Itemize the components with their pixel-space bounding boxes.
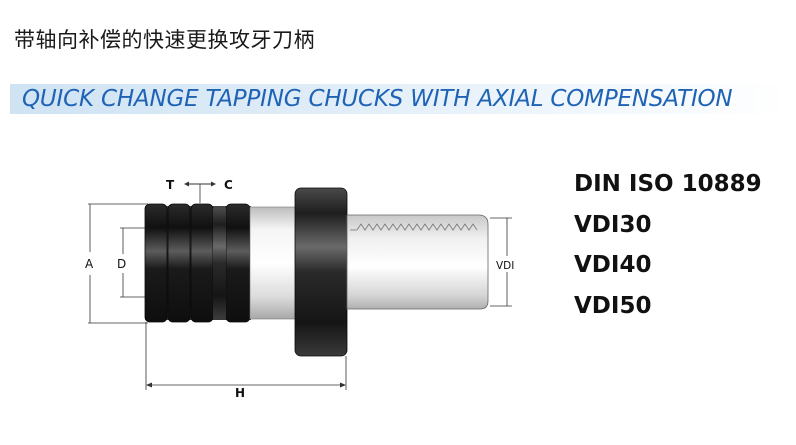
- vdi-shank: [346, 214, 489, 310]
- standard-item: DIN ISO 10889: [574, 171, 762, 197]
- label-d: D: [117, 257, 126, 271]
- label-t: T: [166, 178, 175, 192]
- chuck-body: [249, 206, 297, 320]
- dimension-a: A: [85, 203, 148, 324]
- label-h: H: [235, 386, 245, 400]
- label-c: C: [224, 178, 233, 192]
- standard-item: VDI40: [574, 252, 652, 278]
- page-title-english: QUICK CHANGE TAPPING CHUCKS WITH AXIAL C…: [22, 86, 733, 112]
- label-a: A: [85, 257, 94, 271]
- tension-compression-indicator: T C: [166, 178, 233, 203]
- standard-item: VDI50: [574, 292, 652, 319]
- standards-list: DIN ISO 10889 VDI30 VDI40 VDI50: [574, 168, 762, 330]
- standard-item: VDI30: [574, 211, 652, 238]
- label-vdi: VDI: [496, 260, 514, 272]
- dimension-h: H: [145, 322, 347, 400]
- title-banner: [10, 84, 790, 114]
- dimension-d: D: [117, 227, 148, 298]
- chuck-flange: [294, 187, 348, 357]
- page-title-chinese: 带轴向补偿的快速更换攻牙刀柄: [14, 28, 315, 52]
- compensation-rings: [144, 203, 251, 323]
- dimension-vdi: VDI: [490, 217, 514, 307]
